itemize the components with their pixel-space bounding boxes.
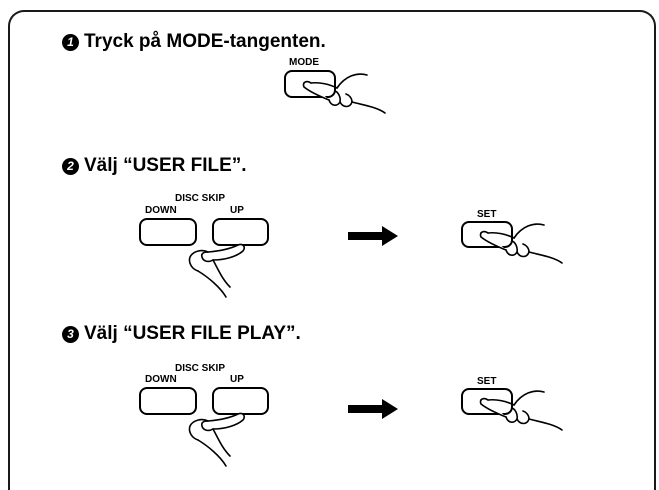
set-key-label: SET xyxy=(477,209,497,220)
step-number-2-icon: 2 xyxy=(62,157,79,175)
instruction-panel xyxy=(8,10,656,490)
pressing-hand-icon-2 xyxy=(188,243,245,298)
up-key-label: UP xyxy=(230,205,244,216)
right-arrow-icon-1 xyxy=(348,226,398,246)
down-key-label-2: DOWN xyxy=(145,374,177,385)
set-key-label-2: SET xyxy=(477,376,497,387)
disc-skip-down-key[interactable] xyxy=(139,218,197,246)
step-1-text: Tryck på MODE-tangenten. xyxy=(84,31,326,52)
pressing-hand-icon-1 xyxy=(302,73,386,114)
right-arrow-icon-2 xyxy=(348,399,398,419)
pressing-hand-icon-5 xyxy=(479,390,563,431)
step-2-text: Välj “USER FILE”. xyxy=(84,155,247,176)
disc-skip-label-2: DISC SKIP xyxy=(175,363,226,374)
down-key-label: DOWN xyxy=(145,205,177,216)
step-3-heading: 3 Välj “USER FILE PLAY”. xyxy=(62,323,301,345)
step-2-heading: 2 Välj “USER FILE”. xyxy=(62,155,247,177)
up-key-label-2: UP xyxy=(230,374,244,385)
step-number-3-icon: 3 xyxy=(62,325,79,343)
disc-skip-label: DISC SKIP xyxy=(175,193,226,204)
mode-key-label: MODE xyxy=(289,57,319,68)
step-3-text: Välj “USER FILE PLAY”. xyxy=(84,323,301,344)
disc-skip-down-key-2[interactable] xyxy=(139,387,197,415)
pressing-hand-icon-3 xyxy=(479,223,563,264)
step-number-1-icon: 1 xyxy=(62,33,79,51)
pressing-hand-icon-4 xyxy=(188,412,245,467)
disc-skip-up-key[interactable] xyxy=(212,218,269,246)
step-1-heading: 1 Tryck på MODE-tangenten. xyxy=(62,31,326,53)
disc-skip-up-key-2[interactable] xyxy=(212,387,269,415)
